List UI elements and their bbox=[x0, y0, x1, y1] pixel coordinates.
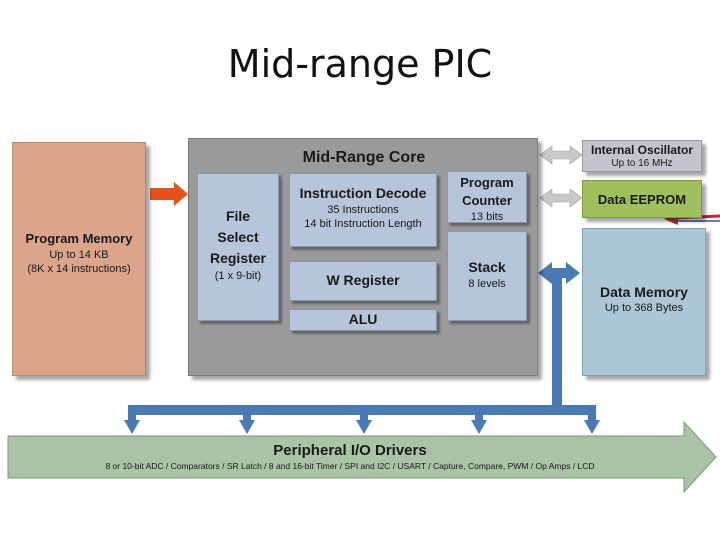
instruction-decode-block: Instruction Decode 35 Instructions 14 bi… bbox=[289, 173, 437, 247]
program-memory-block: Program Memory Up to 14 KB (8K x 14 inst… bbox=[12, 142, 146, 376]
program-memory-instructions: (8K x 14 instructions) bbox=[27, 263, 131, 275]
fsr-line-1: File bbox=[225, 208, 251, 224]
peripheral-list: 8 or 10-bit ADC / Comparators / SR Latch… bbox=[105, 461, 595, 471]
stack-block: Stack 8 levels bbox=[447, 231, 527, 321]
instruction-length: 14 bit Instruction Length bbox=[304, 218, 422, 230]
eeprom-link-arrow bbox=[539, 188, 583, 208]
program-counter-bits: 13 bits bbox=[470, 211, 504, 223]
internal-oscillator-block: Internal Oscillator Up to 16 MHz bbox=[582, 140, 702, 172]
instruction-decode-title: Instruction Decode bbox=[299, 185, 427, 201]
internal-oscillator-speed: Up to 16 MHz bbox=[611, 158, 673, 169]
data-memory-title: Data Memory bbox=[600, 284, 688, 300]
data-memory-size: Up to 368 Bytes bbox=[604, 302, 684, 314]
bus-riser bbox=[552, 278, 562, 410]
data-eeprom-title: Data EEPROM bbox=[597, 192, 687, 207]
oscillator-link-arrow bbox=[539, 145, 583, 165]
alu-title: ALU bbox=[348, 311, 378, 327]
instruction-count: 35 Instructions bbox=[327, 204, 399, 216]
stack-title: Stack bbox=[468, 259, 506, 275]
mid-range-core-block: Mid-Range Core File Select Register (1 x… bbox=[188, 138, 538, 376]
w-register-title: W Register bbox=[326, 272, 400, 288]
peripheral-arrow-shape bbox=[7, 420, 717, 494]
fsr-line-3: Register bbox=[209, 250, 267, 266]
bus-drop-arrow bbox=[471, 420, 487, 434]
data-memory-block: Data Memory Up to 368 Bytes bbox=[582, 228, 706, 376]
fetch-arrow bbox=[150, 182, 188, 206]
bus-horizontal bbox=[128, 405, 596, 415]
bus-drop-arrow bbox=[356, 420, 372, 434]
bus-drop-arrow bbox=[584, 420, 600, 434]
slide-title: Mid-range PIC bbox=[227, 42, 493, 86]
alu-block: ALU bbox=[289, 309, 437, 331]
bus-drop-arrow bbox=[124, 420, 140, 434]
program-memory-size: Up to 14 KB bbox=[49, 249, 109, 261]
stack-levels: 8 levels bbox=[468, 278, 506, 290]
program-counter-block: Program Counter 13 bits bbox=[447, 171, 527, 223]
bus-drop-arrow bbox=[239, 420, 255, 434]
fsr-line-2: Select bbox=[217, 229, 259, 245]
program-memory-title: Program Memory bbox=[25, 231, 133, 246]
internal-oscillator-title: Internal Oscillator bbox=[590, 143, 694, 157]
peripheral-title: Peripheral I/O Drivers bbox=[273, 442, 427, 459]
fsr-sub: (1 x 9-bit) bbox=[214, 270, 262, 282]
program-counter-line-2: Counter bbox=[462, 193, 512, 208]
program-counter-line-1: Program bbox=[460, 175, 514, 190]
file-select-register-block: File Select Register (1 x 9-bit) bbox=[197, 173, 279, 321]
core-title: Mid-Range Core bbox=[302, 149, 426, 166]
data-eeprom-block: Data EEPROM bbox=[582, 180, 702, 218]
w-register-block: W Register bbox=[289, 261, 437, 301]
